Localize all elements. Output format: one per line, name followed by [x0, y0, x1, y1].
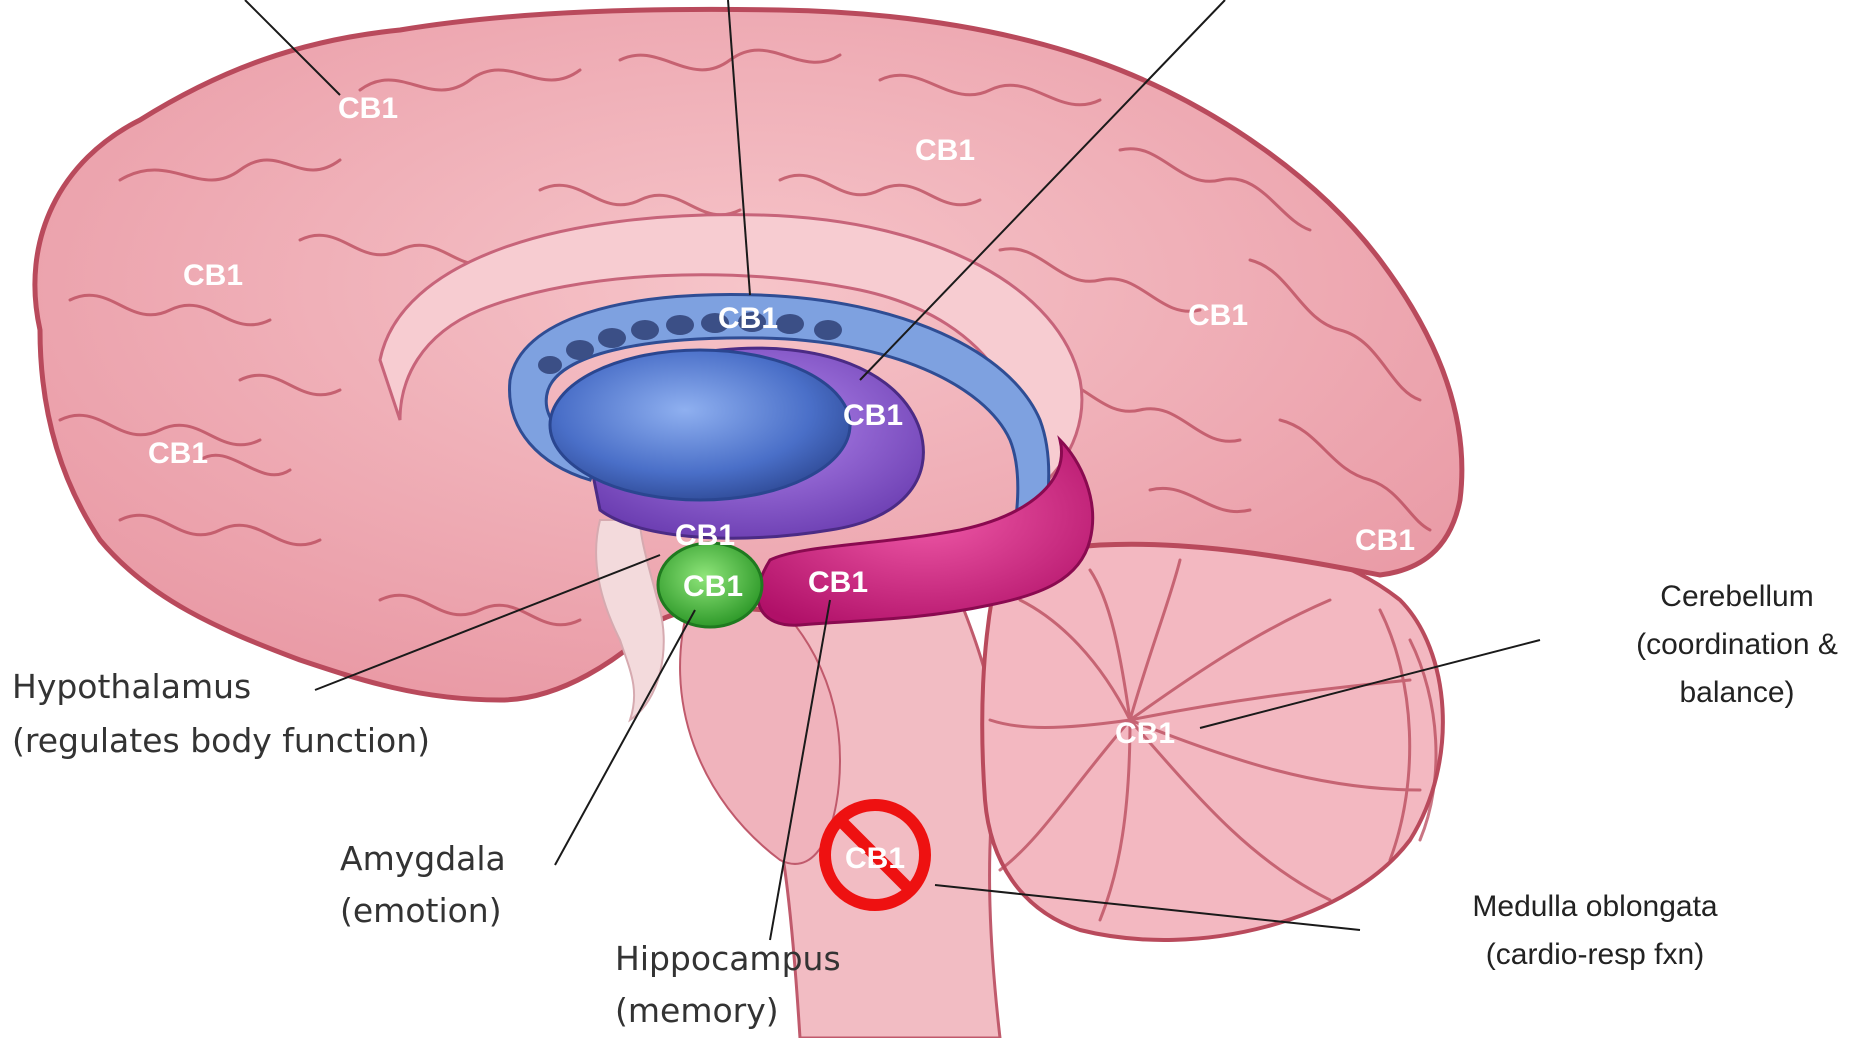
- hippocampus-function: (memory): [615, 991, 779, 1030]
- cb1-hypothalamus: CB1: [675, 519, 735, 552]
- cerebellum-shape: [982, 534, 1443, 940]
- cb1-frontal-mid: CB1: [183, 259, 243, 292]
- amygdala-function: (emotion): [340, 891, 502, 930]
- cb1-parietal: CB1: [915, 134, 975, 167]
- cerebellum-function-2: balance): [1679, 676, 1794, 709]
- cb1-frontal-top: CB1: [338, 92, 398, 125]
- medulla-function: (cardio-resp fxn): [1486, 938, 1704, 971]
- amygdala-name: Amygdala: [340, 839, 506, 878]
- cb1-occipital: CB1: [1188, 299, 1248, 332]
- cb1-fornix: CB1: [718, 302, 778, 335]
- cerebellum-function-1: (coordination &: [1636, 628, 1838, 661]
- hippocampus-name: Hippocampus: [615, 939, 841, 978]
- medulla-name: Medulla oblongata: [1472, 890, 1718, 923]
- cb1-hippocampus: CB1: [808, 566, 868, 599]
- cb1-medulla: CB1: [845, 842, 905, 875]
- cb1-frontal-low: CB1: [148, 437, 208, 470]
- caudate-blue-blob: [550, 350, 850, 500]
- cb1-cerebellum: CB1: [1115, 717, 1175, 750]
- hypothalamus-function: (regulates body function): [12, 721, 430, 760]
- cb1-temporal: CB1: [1355, 524, 1415, 557]
- cerebellum-name: Cerebellum: [1660, 580, 1813, 613]
- hypothalamus-name: Hypothalamus: [12, 667, 251, 706]
- cb1-thalamus: CB1: [843, 399, 903, 432]
- cb1-amygdala: CB1: [683, 570, 743, 603]
